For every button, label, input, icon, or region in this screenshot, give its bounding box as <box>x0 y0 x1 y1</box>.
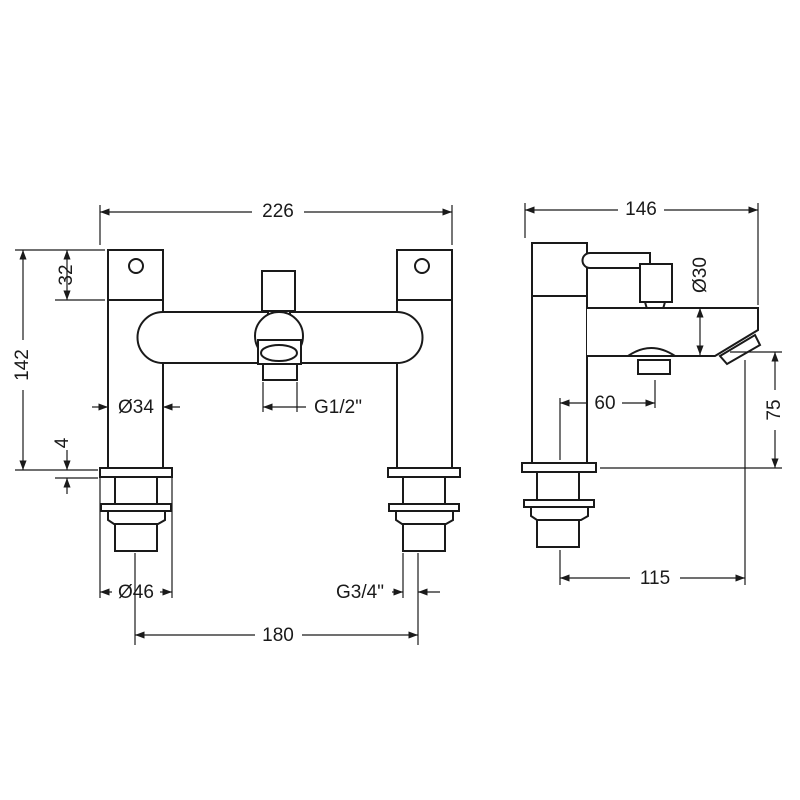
dim-146: 146 <box>524 199 759 305</box>
dim-label-32: 32 <box>56 264 77 285</box>
handle-indicator-icon <box>414 258 430 274</box>
dim-label-180: 180 <box>262 625 294 646</box>
front-view: 226 142 32 4 Ø34 G1/2" <box>12 201 461 646</box>
dim-115: 115 <box>559 360 746 589</box>
dim-4: 4 <box>52 437 98 494</box>
dim-label-115: 115 <box>640 568 670 589</box>
dim-g34: G3/4" <box>336 553 440 645</box>
left-base <box>99 467 173 552</box>
dim-label-142: 142 <box>12 349 33 381</box>
dim-60: 60 <box>559 380 656 460</box>
side-handle-lever <box>581 252 651 269</box>
diverter <box>254 270 304 381</box>
dim-32: 32 <box>55 250 105 301</box>
side-view: 146 Ø30 60 75 115 <box>521 199 785 589</box>
side-base <box>521 462 597 548</box>
right-base <box>387 467 461 552</box>
dim-o46: Ø46 <box>99 478 173 603</box>
dim-180: 180 <box>134 553 418 646</box>
dim-label-g12: G1/2" <box>314 397 362 418</box>
dim-g12: G1/2" <box>262 382 362 418</box>
handle-indicator-icon <box>128 258 144 274</box>
dim-o30: Ø30 <box>690 257 711 355</box>
dim-142: 142 <box>12 249 105 471</box>
dim-label-g34: G3/4" <box>336 582 384 603</box>
dim-label-60: 60 <box>594 393 615 414</box>
dim-label-o46: Ø46 <box>118 582 154 603</box>
side-cartridge <box>639 263 673 303</box>
dim-label-4: 4 <box>52 437 73 448</box>
dim-226: 226 <box>99 201 453 245</box>
dim-label-75: 75 <box>764 399 785 420</box>
dim-label-146: 146 <box>625 199 657 220</box>
dim-o34: Ø34 <box>92 397 180 418</box>
dim-label-o30: Ø30 <box>690 257 711 293</box>
dim-label-226: 226 <box>262 201 294 222</box>
dim-label-o34: Ø34 <box>118 397 154 418</box>
dim-75: 75 <box>600 351 785 469</box>
